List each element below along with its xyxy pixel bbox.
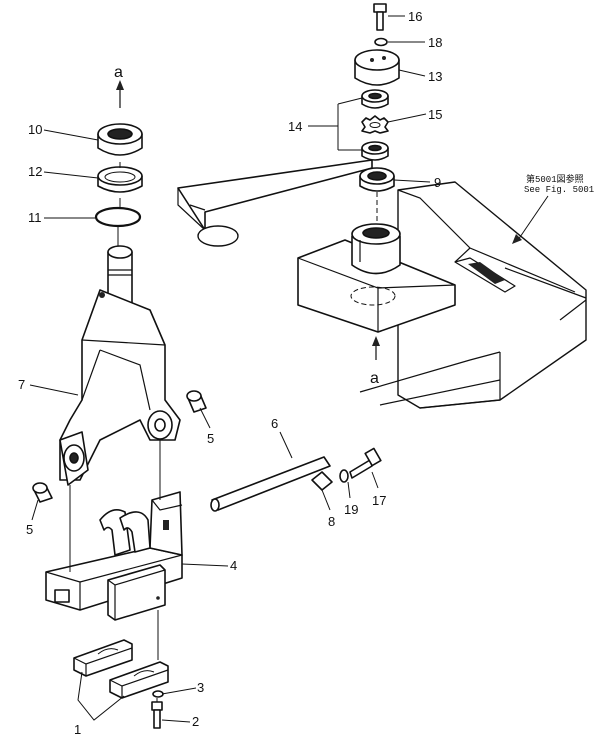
- bolt-16: [373, 3, 387, 31]
- bearing-9: [359, 167, 395, 192]
- callout-labels: 1 2 3 4 5 5 6 7 8 9 10 11 12 13 14 15 16…: [18, 9, 594, 737]
- callout-2: 2: [192, 714, 199, 729]
- mount-block: [297, 223, 456, 333]
- bushing-5-left: [32, 482, 53, 503]
- callout-13: 13: [428, 69, 442, 84]
- view-marker-bottom: a: [370, 370, 379, 387]
- callout-5-right: 5: [207, 431, 214, 446]
- nut-14-upper: [361, 89, 389, 109]
- callout-8: 8: [328, 514, 335, 529]
- callout-12: 12: [28, 164, 42, 179]
- leader-lines: [29, 15, 549, 723]
- bushing-5-right: [186, 390, 207, 413]
- view-arrow-bottom: [372, 336, 380, 360]
- bracket-4: [45, 491, 183, 621]
- seal-12: [97, 166, 143, 193]
- callout-6: 6: [271, 416, 278, 431]
- bolt-17: [349, 447, 382, 479]
- callout-19: 19: [344, 502, 358, 517]
- nut-14-lower: [361, 141, 389, 161]
- assembly-center-lines: [69, 162, 161, 702]
- view-marker-top: a: [114, 64, 123, 81]
- clamp-1-right: [109, 661, 169, 699]
- callout-7: 7: [18, 377, 25, 392]
- callout-18: 18: [428, 35, 442, 50]
- callout-15: 15: [428, 107, 442, 122]
- callout-5-left: 5: [26, 522, 33, 537]
- callout-9: 9: [434, 175, 441, 190]
- callout-4: 4: [230, 558, 237, 573]
- frame-body: [177, 159, 587, 409]
- view-arrow-top: [116, 80, 124, 108]
- reference-note-en: See Fig. 5001: [524, 185, 594, 195]
- bolt-2: [151, 701, 163, 729]
- callout-3: 3: [197, 680, 204, 695]
- callout-17: 17: [372, 493, 386, 508]
- callout-1: 1: [74, 722, 81, 737]
- clamp-1-left: [73, 639, 133, 677]
- pin-6: [210, 456, 331, 512]
- washer-3: [152, 690, 164, 698]
- o-ring-11: [94, 206, 142, 228]
- callout-10: 10: [28, 122, 42, 137]
- reference-note-jp: 第5001図参照: [526, 173, 584, 185]
- callout-11: 11: [28, 210, 42, 225]
- lock-washer-15: [361, 115, 389, 134]
- plate-8: [311, 471, 333, 491]
- cap-13: [354, 49, 400, 86]
- arm-7: [59, 245, 181, 486]
- washer-19: [339, 469, 349, 483]
- callout-14: 14: [288, 119, 302, 134]
- callout-16: 16: [408, 9, 422, 24]
- bearing-10: [97, 123, 143, 156]
- washer-18: [374, 37, 388, 47]
